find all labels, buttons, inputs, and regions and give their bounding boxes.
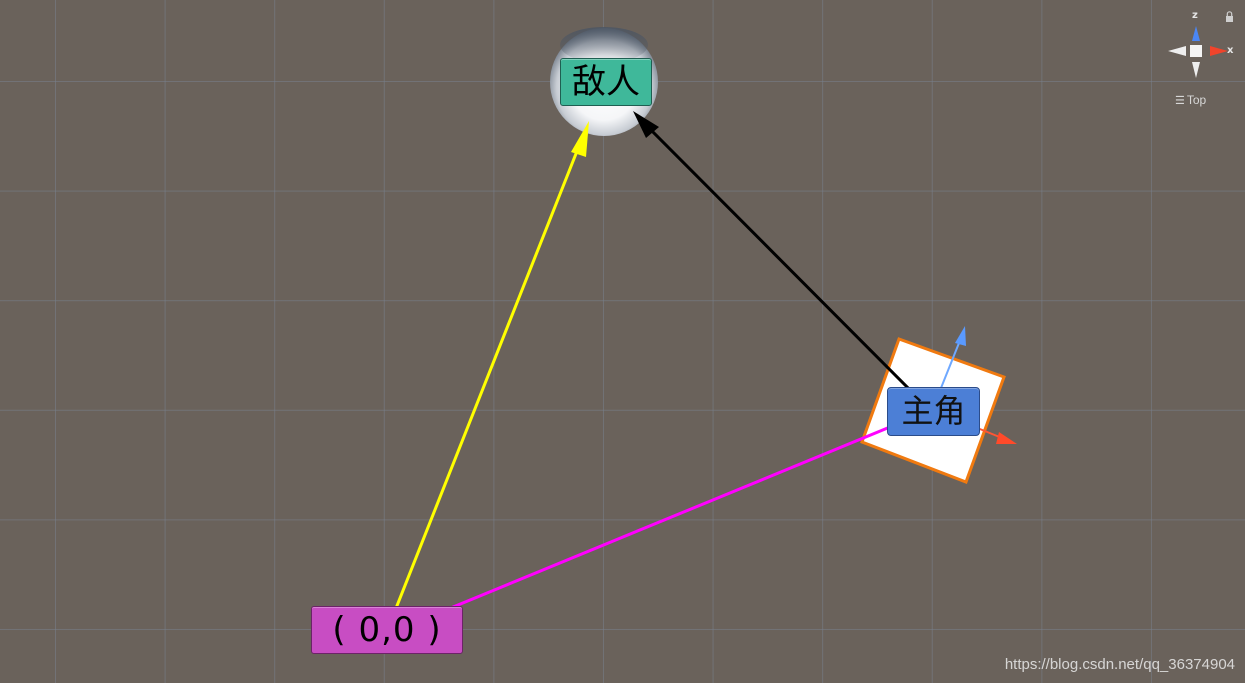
view-mode-label: Top: [1186, 93, 1207, 107]
gizmo-z-label: z: [1192, 10, 1198, 21]
player-label: 主角: [887, 387, 980, 436]
hamburger-menu-icon: ☰: [1175, 95, 1185, 107]
gizmo-neg-z-cone-icon[interactable]: [1192, 62, 1200, 78]
origin-to-player-vector: [384, 409, 930, 637]
gizmo-x-label: x: [1227, 45, 1234, 56]
origin-label: ( 0,0 ): [311, 606, 463, 654]
origin-to-enemy-vector: [383, 121, 589, 637]
view-mode-toggle[interactable]: ☰Top: [1175, 93, 1206, 107]
watermark: https://blog.csdn.net/qq_36374904: [1004, 656, 1235, 673]
gizmo-center-cube-icon[interactable]: [1190, 45, 1202, 57]
enemy-label: 敌人: [560, 58, 652, 106]
gizmo-x-cone-icon[interactable]: [1210, 46, 1228, 56]
player-to-enemy-vector: [633, 111, 929, 409]
gizmo-z-cone-icon[interactable]: [1192, 26, 1200, 41]
scene-orientation-gizmo[interactable]: z x: [1160, 8, 1240, 108]
gizmo-graphic: [1168, 11, 1233, 78]
lock-icon[interactable]: [1226, 11, 1233, 22]
gizmo-neg-x-cone-icon[interactable]: [1168, 46, 1186, 56]
